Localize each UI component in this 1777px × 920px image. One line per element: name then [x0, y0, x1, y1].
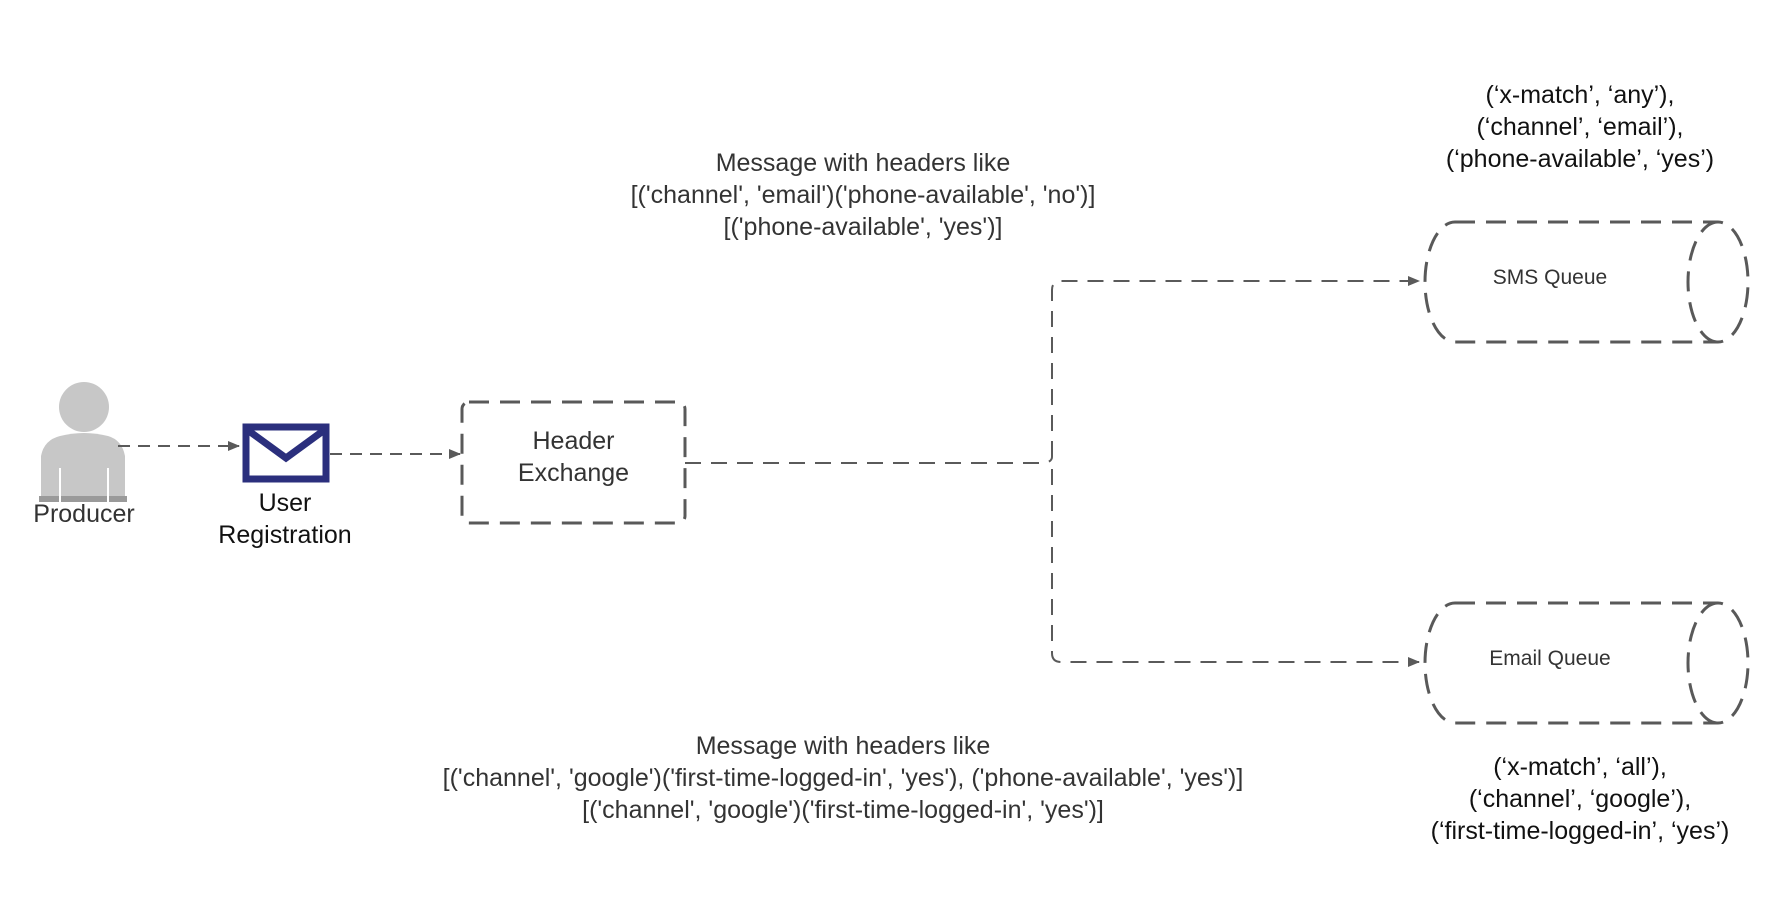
sms-message-line2: [('channel', 'email')('phone-available',… [630, 181, 1096, 209]
message-label-line1: User [258, 489, 312, 517]
sms-queue-label: SMS Queue [1492, 266, 1608, 289]
email-binding-line1: (‘x-match’, ‘all’), [1493, 753, 1667, 781]
email-message-line1: Message with headers like [695, 732, 991, 760]
exchange-label: Header Exchange [462, 425, 685, 489]
email-binding-line2: (‘channel’, ‘google’), [1468, 785, 1692, 813]
message-label-line2: Registration [218, 521, 352, 549]
email-queue-cylinder [1423, 601, 1750, 725]
sms-queue-cylinder [1423, 220, 1750, 344]
message-label: User Registration [200, 487, 370, 551]
email-message-line3: [('channel', 'google')('first-time-logge… [582, 796, 1104, 824]
header-exchange-box [460, 400, 687, 525]
sms-binding-line3: (‘phone-available’, ‘yes’) [1445, 145, 1715, 173]
envelope-icon [242, 423, 330, 483]
producer-label: Producer [33, 500, 135, 528]
sms-message-annotation: Message with headers like [('channel', '… [563, 147, 1163, 243]
sms-binding-line1: (‘x-match’, ‘any’), [1485, 81, 1675, 109]
exchange-to-branch-line [685, 456, 1053, 464]
email-message-annotation: Message with headers like [('channel', '… [393, 730, 1293, 826]
person-icon [39, 382, 127, 502]
email-binding-annotation: (‘x-match’, ‘all’), (‘channel’, ‘google’… [1410, 751, 1750, 847]
sms-binding-line2: (‘channel’, ‘email’), [1476, 113, 1684, 141]
email-queue-label: Email Queue [1489, 647, 1611, 670]
sms-binding-annotation: (‘x-match’, ‘any’), (‘channel’, ‘email’)… [1410, 79, 1750, 175]
email-message-line2: [('channel', 'google')('first-time-logge… [442, 764, 1244, 792]
exchange-label-line1: Header [532, 427, 615, 455]
branch-to-sms-arrow [1051, 276, 1420, 457]
branch-to-email-arrow [1051, 469, 1420, 667]
exchange-label-line2: Exchange [517, 459, 630, 487]
sms-message-line1: Message with headers like [715, 149, 1011, 177]
email-binding-line3: (‘first-time-logged-in’, ‘yes’) [1430, 817, 1730, 845]
sms-message-line3: [('phone-available', 'yes')] [723, 213, 1003, 241]
